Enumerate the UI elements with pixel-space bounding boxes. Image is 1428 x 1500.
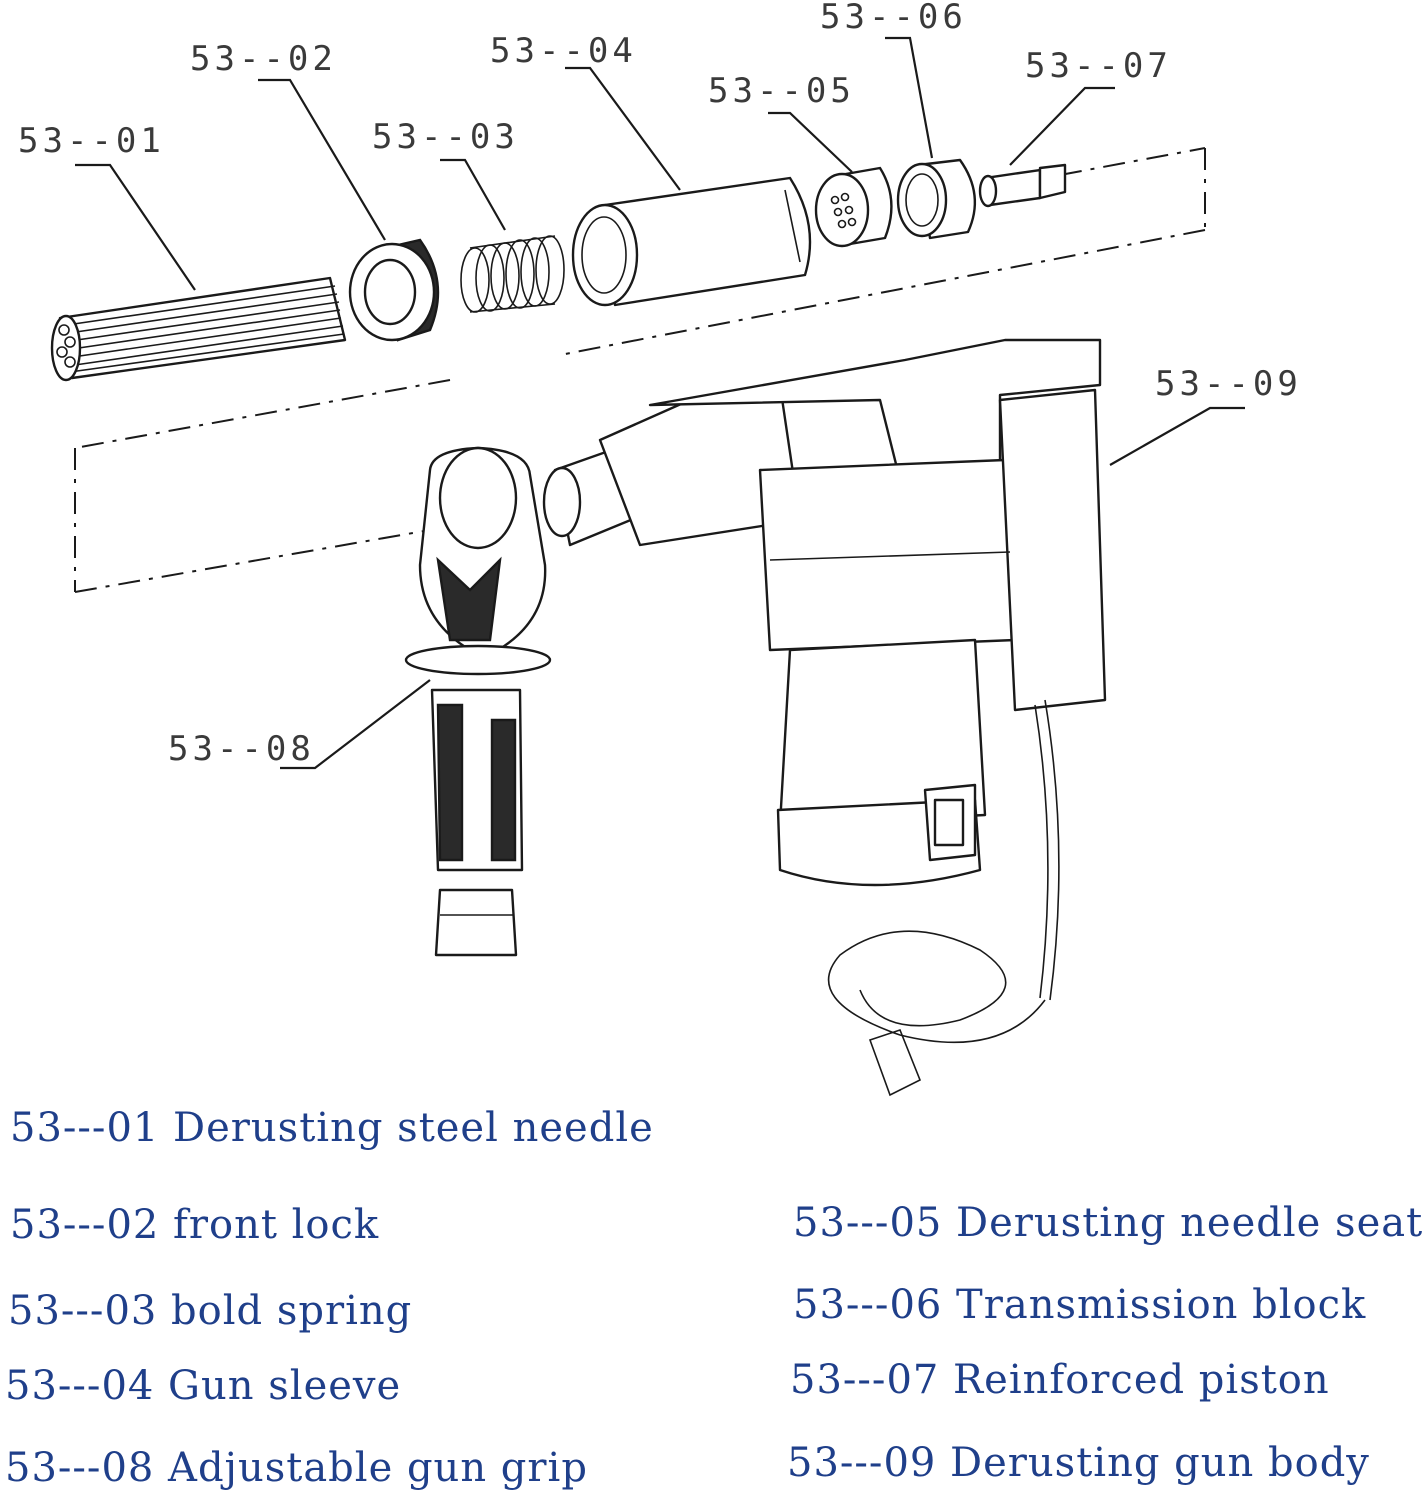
callout-53-04: 53--04 — [490, 31, 637, 71]
part-needle-seat — [814, 166, 893, 248]
part-gun-body — [542, 338, 1107, 1097]
part-reinforced-piston — [978, 163, 1067, 208]
legend-item-53-04: 53---04 Gun sleeve — [5, 1363, 402, 1409]
part-adjustable-gun-grip — [404, 446, 552, 957]
callout-53-03: 53--03 — [372, 117, 519, 157]
part-steel-needles — [50, 276, 347, 382]
part-gun-sleeve — [571, 176, 812, 307]
legend-item-53-03: 53---03 bold spring — [8, 1288, 413, 1334]
legend-item-53-06: 53---06 Transmission block — [793, 1282, 1367, 1328]
legend-item-53-08: 53---08 Adjustable gun grip — [5, 1445, 588, 1491]
part-transmission-block — [896, 158, 977, 240]
legend-item-53-07: 53---07 Reinforced piston — [790, 1357, 1330, 1403]
legend-item-53-05: 53---05 Derusting needle seat — [793, 1200, 1424, 1246]
legend-item-53-01: 53---01 Derusting steel needle — [10, 1105, 654, 1151]
diagram-drawing: 53--01 53--02 53--03 53--04 53--05 53--0… — [18, 0, 1302, 1097]
callout-53-05: 53--05 — [708, 71, 855, 111]
legend-item-53-02: 53---02 front lock — [10, 1202, 380, 1248]
part-front-lock — [348, 238, 440, 342]
part-bold-spring — [460, 235, 565, 313]
callout-53-08: 53--08 — [168, 729, 315, 769]
callout-leaders — [75, 36, 1245, 770]
callout-53-07: 53--07 — [1025, 46, 1172, 86]
assembly-envelope — [74, 147, 1206, 593]
legend-item-53-09: 53---09 Derusting gun body — [787, 1440, 1370, 1486]
callout-53-09: 53--09 — [1155, 364, 1302, 404]
callout-53-01: 53--01 — [18, 121, 165, 161]
callout-53-02: 53--02 — [190, 39, 337, 79]
callout-53-06: 53--06 — [820, 0, 967, 37]
